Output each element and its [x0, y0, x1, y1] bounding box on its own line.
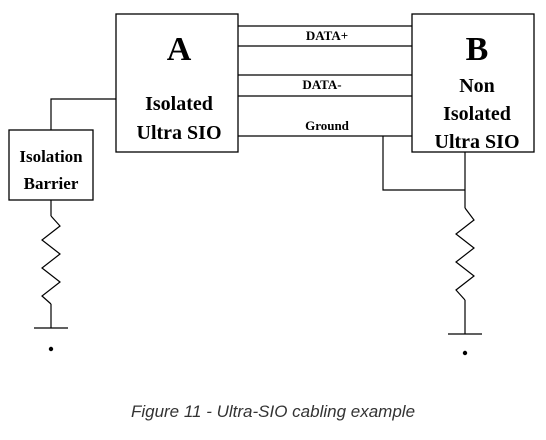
resistor-left-zigzag	[41, 215, 61, 305]
ground-symbol-left	[34, 327, 68, 352]
box-a-line2: Ultra SIO	[137, 122, 222, 144]
a-to-barrier-wire	[50, 98, 116, 130]
box-b	[411, 13, 535, 153]
ground-symbol-right	[448, 333, 482, 356]
bus-wires	[238, 25, 412, 137]
resistor-right	[455, 207, 475, 334]
ground-label: Ground	[305, 118, 350, 133]
data-minus-label: DATA-	[302, 77, 341, 92]
figure-caption: Figure 11 - Ultra-SIO cabling example	[131, 402, 415, 421]
resistor-right-zigzag	[455, 207, 475, 301]
ground-left-dot	[48, 346, 54, 352]
isolation-barrier-line1: Isolation	[19, 147, 83, 166]
ground-tap-wire	[382, 136, 465, 191]
data-plus-label: DATA+	[306, 28, 348, 43]
box-a-line1: Isolated	[145, 93, 213, 115]
isolation-barrier-line2: Barrier	[24, 174, 79, 193]
box-b-letter: B	[466, 31, 489, 68]
box-a	[115, 13, 239, 153]
box-b-line1: Non	[459, 75, 495, 97]
box-b-line2: Isolated	[443, 103, 511, 125]
box-b-line3: Ultra SIO	[435, 131, 520, 153]
isolation-barrier-box	[8, 129, 94, 201]
ground-tap	[382, 136, 466, 208]
ground-right-dot	[462, 350, 468, 356]
resistor-left	[41, 200, 61, 328]
box-a-letter: A	[167, 31, 192, 68]
